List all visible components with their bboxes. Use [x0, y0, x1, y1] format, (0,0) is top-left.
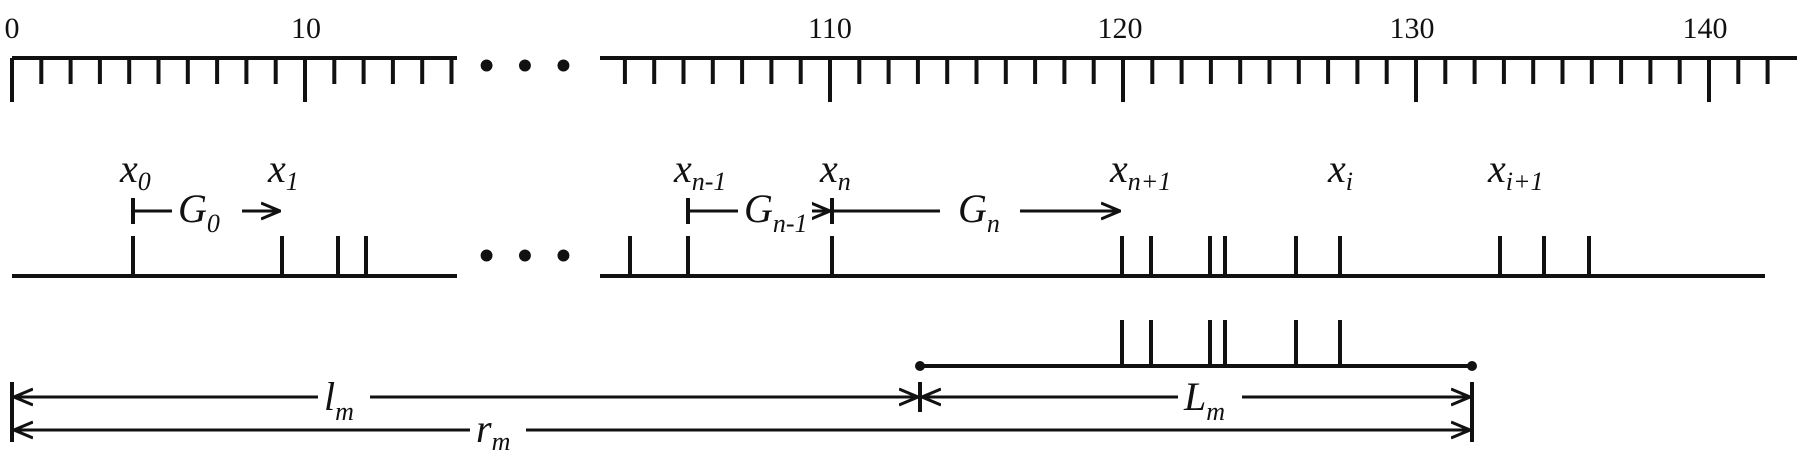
window-end-dot	[1467, 361, 1477, 371]
sequence-ellipsis: • • •	[479, 231, 577, 280]
ruler-label-130: 130	[1390, 12, 1435, 45]
ruler-label-120: 120	[1098, 12, 1143, 45]
window-start-dot	[915, 361, 925, 371]
label-x1: x1	[267, 146, 299, 196]
span-lm-label-bg	[318, 374, 370, 426]
label-lm: lm	[324, 374, 354, 426]
ruler-ticks	[10, 58, 1770, 102]
label-xi: xi	[1327, 146, 1353, 196]
span-dimensions: lm Lm rm	[10, 374, 1474, 454]
label-xn: xn	[819, 146, 851, 196]
window-segment	[915, 320, 1477, 371]
label-rm: rm	[476, 406, 510, 454]
label-xi+1: xi+1	[1487, 146, 1544, 196]
gap-gn-label-bg	[940, 186, 1020, 232]
span-Lm-label-bg	[1178, 374, 1242, 426]
marker-sequence: • • • x0 x1 xn-1 xn xn+1 xi xi+1 G0	[12, 146, 1765, 280]
gap-gn-1-label-bg	[738, 186, 812, 232]
ruler-label-140: 140	[1683, 12, 1728, 45]
gap-g0-label-bg	[172, 186, 242, 232]
label-gn-1: Gn-1	[744, 186, 808, 238]
label-xn+1: xn+1	[1109, 146, 1171, 196]
ruler-ellipsis: • • •	[479, 41, 577, 90]
label-Lm: Lm	[1183, 374, 1225, 426]
ruler: 0 10 110 120 130 140 • • •	[5, 12, 1797, 102]
label-xn-1: xn-1	[673, 146, 726, 196]
label-gn: Gn	[958, 186, 1000, 238]
span-rm-label-bg	[470, 410, 526, 454]
label-g0: G0	[178, 186, 220, 238]
ruler-label-10: 10	[291, 12, 321, 45]
label-x0: x0	[119, 146, 151, 196]
ruler-label-110: 110	[808, 12, 852, 45]
ruler-label-0: 0	[5, 12, 20, 45]
